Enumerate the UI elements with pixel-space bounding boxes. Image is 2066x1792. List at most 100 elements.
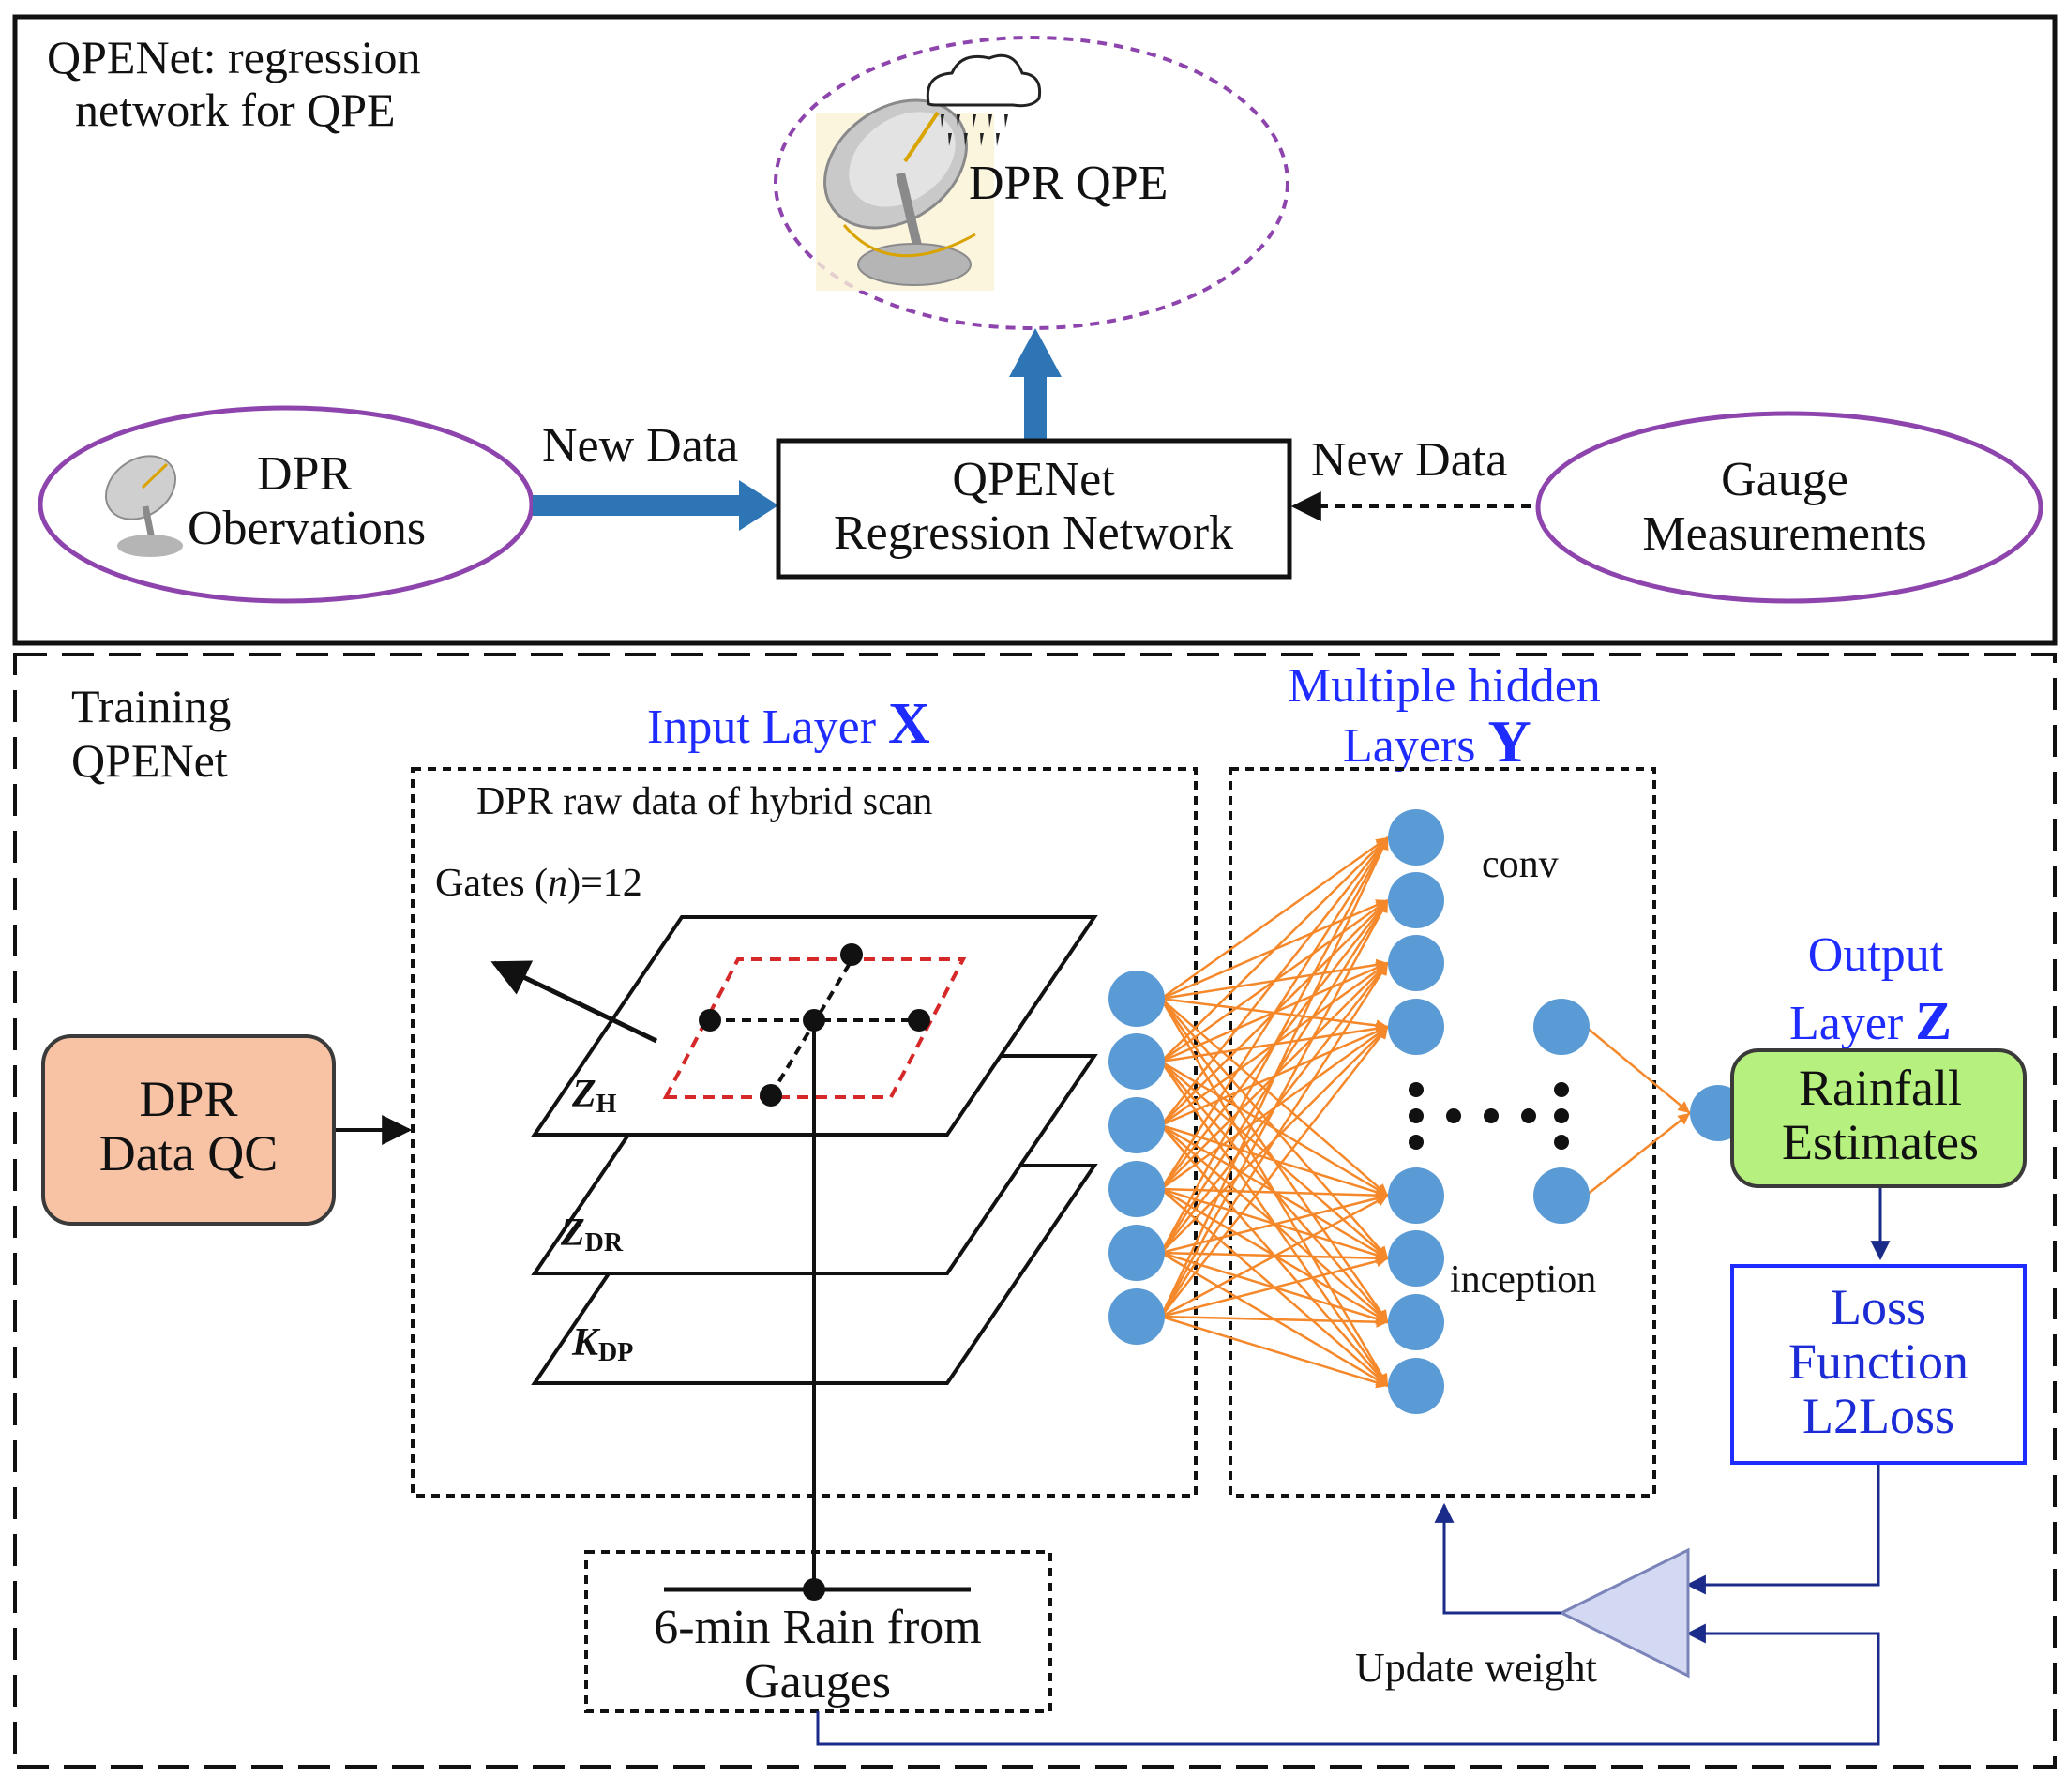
connection-line bbox=[1160, 836, 1389, 1126]
top-panel-title-line2: network for QPE bbox=[75, 83, 396, 136]
connection-line bbox=[1159, 836, 1390, 1318]
gauge-rain-line2: Gauges bbox=[745, 1655, 891, 1709]
regression-line2: Regression Network bbox=[834, 506, 1233, 560]
connection-line bbox=[1159, 962, 1390, 1318]
loss-line2: Function bbox=[1788, 1333, 1968, 1390]
dpr-qpe-ellipse bbox=[774, 36, 1289, 330]
gauge-rain-point bbox=[803, 1578, 825, 1601]
update-weight-amplifier bbox=[1558, 1547, 1690, 1679]
inception-label: inception bbox=[1450, 1258, 1596, 1302]
up-arrow bbox=[1009, 328, 1062, 439]
connection-line bbox=[1585, 1026, 1691, 1114]
hidden-neuron bbox=[1388, 1358, 1444, 1414]
input-neuron bbox=[1108, 1033, 1165, 1090]
loss-function-box bbox=[1730, 1264, 2027, 1465]
regression-line1: QPENet bbox=[952, 453, 1115, 506]
top-panel-title-line1: QPENet: regression bbox=[47, 31, 421, 83]
hidden-neuron bbox=[1388, 809, 1444, 866]
input-neuron bbox=[1108, 1288, 1165, 1345]
hidden-neuron bbox=[1533, 999, 1590, 1055]
input-layer-box bbox=[411, 767, 1198, 1498]
regression-network-box bbox=[776, 438, 1292, 580]
gate-point bbox=[760, 1084, 782, 1107]
connection-line bbox=[1160, 1060, 1389, 1197]
hidden-layers-box bbox=[1229, 767, 1656, 1498]
gates-label: Gates (n)=12 bbox=[435, 862, 642, 905]
connection-line bbox=[1160, 1315, 1389, 1328]
hidden-neuron bbox=[1388, 999, 1444, 1055]
top-panel-border bbox=[12, 14, 2058, 646]
bottom-panel-border bbox=[13, 653, 2057, 1769]
rainfall-estimates-box bbox=[1730, 1048, 2027, 1188]
plane-zdr-label: ZDR bbox=[560, 1212, 624, 1257]
conv-label: conv bbox=[1482, 843, 1559, 886]
connection-line bbox=[1585, 1112, 1691, 1197]
connection-line bbox=[1159, 836, 1390, 1254]
hidden-neuron bbox=[1533, 1167, 1590, 1224]
hidden-neuron bbox=[1388, 1230, 1444, 1287]
connection-line bbox=[1160, 998, 1389, 1197]
connection-line bbox=[1160, 836, 1389, 1001]
connection-line bbox=[1160, 1192, 1389, 1255]
connection-line bbox=[1160, 1194, 1389, 1318]
output-layer-symbol: Z bbox=[1915, 990, 1952, 1051]
plane-kdp-label: KDP bbox=[571, 1321, 633, 1367]
gate-point bbox=[840, 943, 863, 966]
grid-direction-arrow bbox=[490, 960, 658, 1044]
hidden-neuron bbox=[1388, 872, 1444, 928]
hidden-neuron bbox=[1388, 1167, 1444, 1224]
rain-cloud-icon bbox=[926, 53, 1042, 146]
dpr-data-qc-box bbox=[41, 1034, 336, 1226]
gate-grid-vertical bbox=[769, 958, 853, 1097]
gauge-rain-line1: 6-min Rain from bbox=[654, 1601, 982, 1654]
bottom-panel-title-line1: Training bbox=[71, 680, 231, 732]
plane-zh-label: ZH bbox=[571, 1073, 617, 1119]
connection-line bbox=[1160, 1123, 1389, 1198]
radar-dish-icon bbox=[816, 98, 994, 291]
input-neuron bbox=[1108, 1161, 1165, 1217]
hybrid-scan-label: DPR raw data of hybrid scan bbox=[476, 780, 932, 823]
dpr-qpe-label: DPR QPE bbox=[969, 157, 1168, 210]
output-layer-line1: Output bbox=[1808, 928, 1944, 982]
hidden-layers-line1: Multiple hidden bbox=[1288, 659, 1601, 713]
update-weight-label: Update weight bbox=[1355, 1645, 1597, 1691]
gate-point bbox=[699, 1009, 721, 1032]
rainfall-line1: Rainfall bbox=[1799, 1060, 1962, 1116]
loss-line1: Loss bbox=[1831, 1279, 1926, 1335]
connection-line bbox=[1160, 1315, 1389, 1389]
connection-line bbox=[1159, 899, 1390, 1318]
connection-line bbox=[1160, 1026, 1389, 1318]
dpr-observations-line2: Obervations bbox=[188, 502, 426, 555]
amplifier-to-hidden-line bbox=[1434, 1502, 1561, 1615]
rainfall-line2: Estimates bbox=[1782, 1114, 1979, 1170]
loss-to-amplifier-line bbox=[1685, 1465, 1880, 1595]
gauge-line2: Measurements bbox=[1642, 507, 1926, 561]
qc-line2: Data QC bbox=[99, 1125, 278, 1182]
hidden-neuron bbox=[1388, 1294, 1444, 1350]
connection-line bbox=[1159, 836, 1390, 1190]
connection-line bbox=[1160, 1256, 1389, 1318]
connection-line bbox=[1160, 1187, 1389, 1201]
bottom-panel-title-line2: QPENet bbox=[71, 734, 228, 787]
input-neuron bbox=[1108, 1097, 1165, 1153]
hidden-layers-ellipsis bbox=[1409, 1082, 1569, 1150]
dpr-observations-ellipse bbox=[38, 405, 535, 604]
new-data-left-label: New Data bbox=[542, 419, 738, 473]
gauge-measurements-ellipse bbox=[1535, 411, 2043, 604]
output-layer-line2: Layer Z bbox=[1789, 990, 1952, 1051]
gate-point bbox=[908, 1009, 930, 1032]
qc-line1: DPR bbox=[139, 1071, 237, 1127]
network-neurons bbox=[1108, 809, 1746, 1414]
hidden-layers-line2: Layers Y bbox=[1343, 708, 1531, 775]
input-layer-label: Input Layer X bbox=[647, 692, 930, 756]
hidden-layers-symbol: Y bbox=[1487, 708, 1531, 775]
loss-line3: L2Loss bbox=[1802, 1388, 1954, 1444]
gauge-to-amplifier-line bbox=[816, 1623, 1880, 1746]
hidden-neuron bbox=[1388, 935, 1444, 991]
input-layer-symbol: X bbox=[888, 692, 930, 756]
network-connections bbox=[1159, 836, 1691, 1389]
new-data-left-arrow bbox=[533, 480, 778, 531]
small-radar-dish-icon bbox=[104, 455, 183, 557]
new-data-right-label: New Data bbox=[1311, 433, 1507, 487]
